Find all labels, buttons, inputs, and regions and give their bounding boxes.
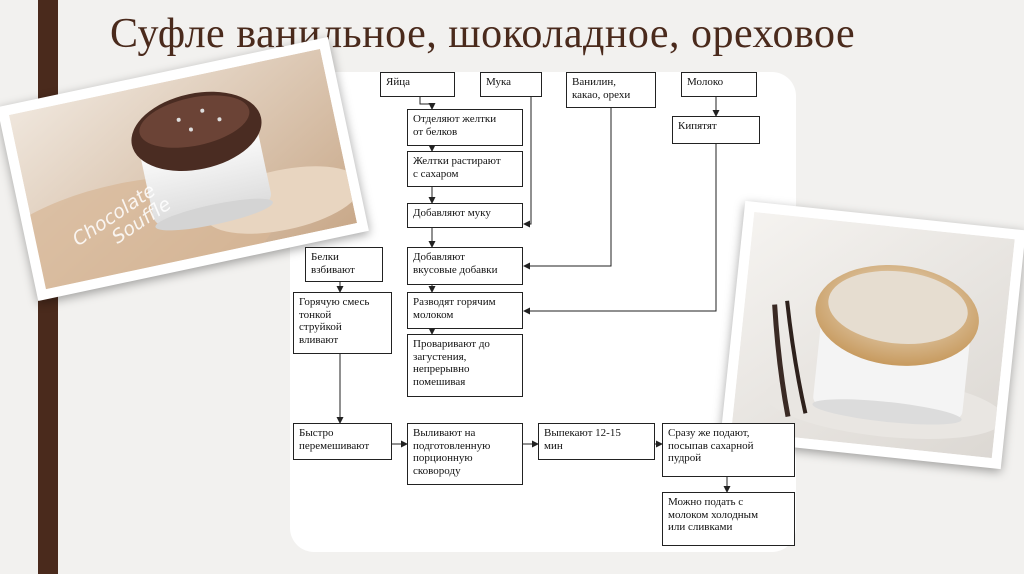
box-boil-milk: Кипятят — [672, 116, 760, 144]
box-whip-whites: Белки взбивают — [305, 247, 383, 282]
box-heat-thicken: Проваривают до загустения, непрерывно по… — [407, 334, 523, 397]
chocolate-souffle-image — [8, 48, 358, 290]
box-eggs: Яйца — [380, 72, 455, 97]
box-pour-pan: Выливают на подготовленную порционную ск… — [407, 423, 523, 485]
chocolate-souffle-photo: Chocolate Souffle — [0, 37, 369, 301]
box-add-flour: Добавляют муку — [407, 203, 523, 228]
box-add-flavors: Добавляют вкусовые добавки — [407, 247, 523, 285]
box-mix-quickly: Быстро перемешивают — [293, 423, 392, 460]
box-grind-yolks: Желтки растирают с сахаром — [407, 151, 523, 187]
box-flavors: Ванилин, какао, орехи — [566, 72, 656, 108]
vanilla-souffle-photo — [720, 200, 1024, 470]
box-separate-yolks: Отделяют желтки от белков — [407, 109, 523, 146]
box-serve-milk: Можно подать с молоком холодным или слив… — [662, 492, 795, 546]
box-dilute-milk: Разводят горячим молоком — [407, 292, 523, 329]
vanilla-souffle-image — [731, 211, 1015, 459]
box-serve: Сразу же подают, посыпав сахарной пудрой — [662, 423, 795, 477]
box-milk: Молоко — [681, 72, 757, 97]
page-title: Суфле ванильное, шоколадное, ореховое — [110, 11, 856, 57]
box-bake: Выпекают 12-15 мин — [538, 423, 655, 460]
box-pour-hot: Горячую смесь тонкой струйкой вливают — [293, 292, 392, 354]
box-flour: Мука — [480, 72, 542, 97]
